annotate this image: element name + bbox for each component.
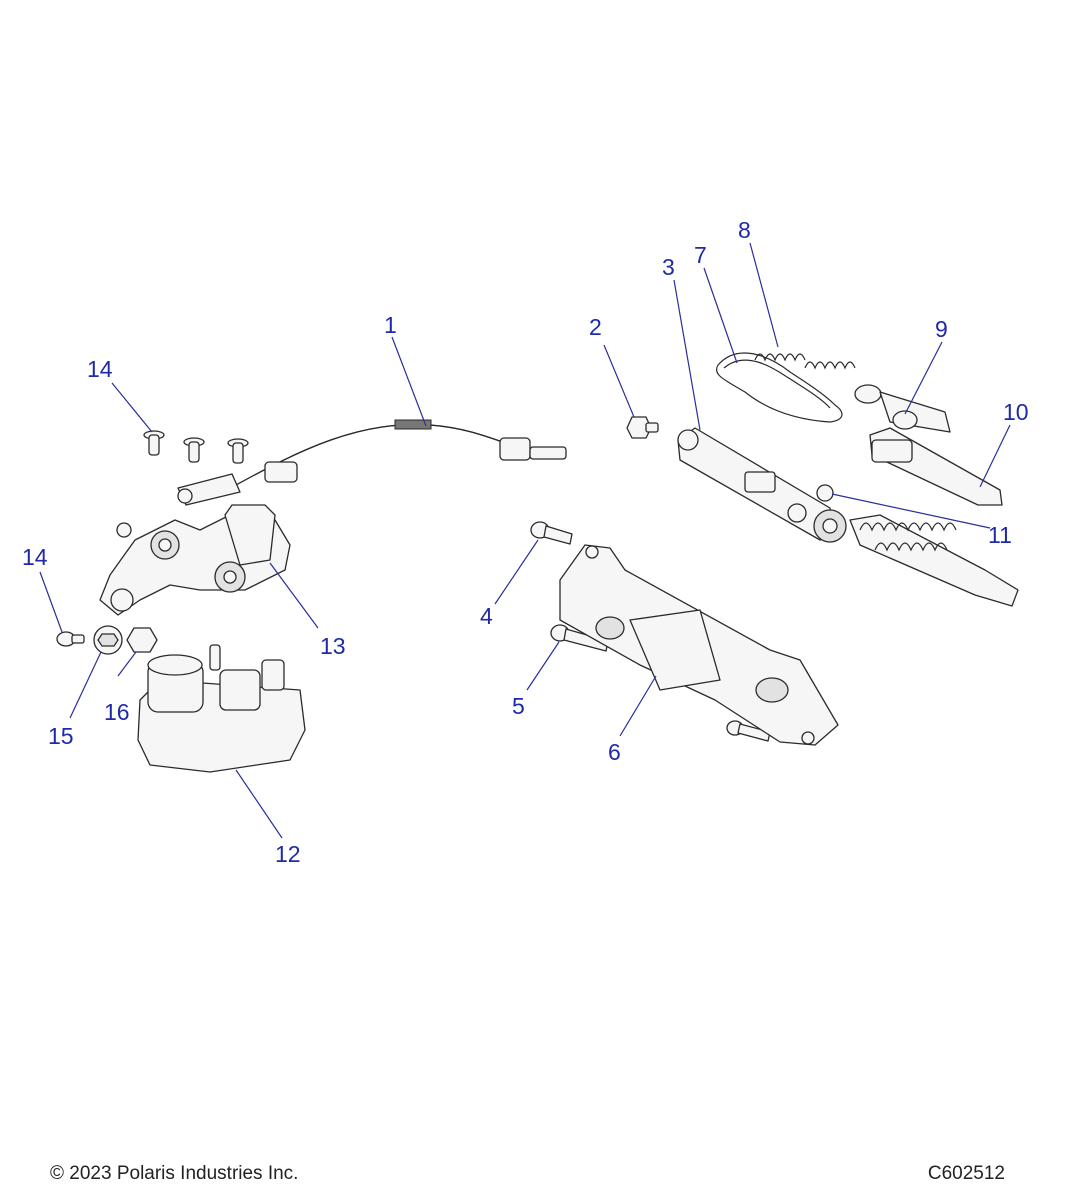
leader-8 <box>749 242 779 348</box>
leader-lines <box>39 242 1011 839</box>
shift-lever-3 <box>677 427 847 543</box>
copyright-notice: © 2023 Polaris Industries Inc. <box>50 1163 299 1184</box>
callout-13: 13 <box>320 633 346 659</box>
screw-5 <box>550 624 609 652</box>
leader-1 <box>391 336 427 427</box>
callout-14a: 14 <box>87 356 113 382</box>
callout-10: 10 <box>1003 399 1029 425</box>
retainer-wire-7 <box>716 352 843 423</box>
leader-13 <box>269 562 319 629</box>
callout-9: 9 <box>935 316 948 342</box>
callout-16: 16 <box>104 699 130 725</box>
hex-nut-16 <box>126 627 158 653</box>
hex-washer-15 <box>93 625 123 655</box>
shift-actuator-motor <box>137 644 306 773</box>
callout-2: 2 <box>589 314 602 340</box>
leader-7 <box>703 267 738 364</box>
screw-4 <box>530 521 573 545</box>
callout-15: 15 <box>48 723 74 749</box>
leader-10 <box>979 424 1011 488</box>
callout-1: 1 <box>384 312 397 338</box>
leader-3 <box>673 279 701 431</box>
leader-15 <box>69 651 102 719</box>
callout-3: 3 <box>662 254 675 280</box>
leader-16 <box>117 651 137 677</box>
leader-4 <box>494 539 539 605</box>
detent-arm-9 <box>854 384 951 433</box>
drawing-code: C602512 <box>927 1163 1005 1184</box>
shift-housing-6 <box>559 544 839 746</box>
callout-labels: 1 2 3 4 5 6 7 8 9 10 11 12 13 14 14 15 1… <box>22 217 1029 867</box>
leader-5 <box>526 641 560 691</box>
callout-8: 8 <box>738 217 751 243</box>
bell-crank-bracket <box>99 504 291 616</box>
bolt-2 <box>626 416 659 439</box>
screw-14-lower <box>56 631 85 647</box>
callout-5: 5 <box>512 693 525 719</box>
leader-9 <box>904 341 943 415</box>
shift-cable <box>177 419 567 506</box>
pin-group-top <box>143 430 249 464</box>
callout-7: 7 <box>694 242 707 268</box>
spring-cluster-11 <box>816 484 1019 607</box>
detent-arm-10 <box>869 427 1003 506</box>
leader-12 <box>235 769 283 839</box>
leader-14b <box>39 571 63 633</box>
leader-14a <box>111 382 153 433</box>
leader-6 <box>619 675 657 737</box>
callout-11: 11 <box>988 522 1012 548</box>
callout-6: 6 <box>608 739 621 765</box>
callout-4: 4 <box>480 603 493 629</box>
leader-11 <box>831 493 991 529</box>
callout-12: 12 <box>275 841 301 867</box>
callout-14b: 14 <box>22 544 48 570</box>
leader-2 <box>603 344 635 418</box>
springs-8 <box>754 353 856 370</box>
